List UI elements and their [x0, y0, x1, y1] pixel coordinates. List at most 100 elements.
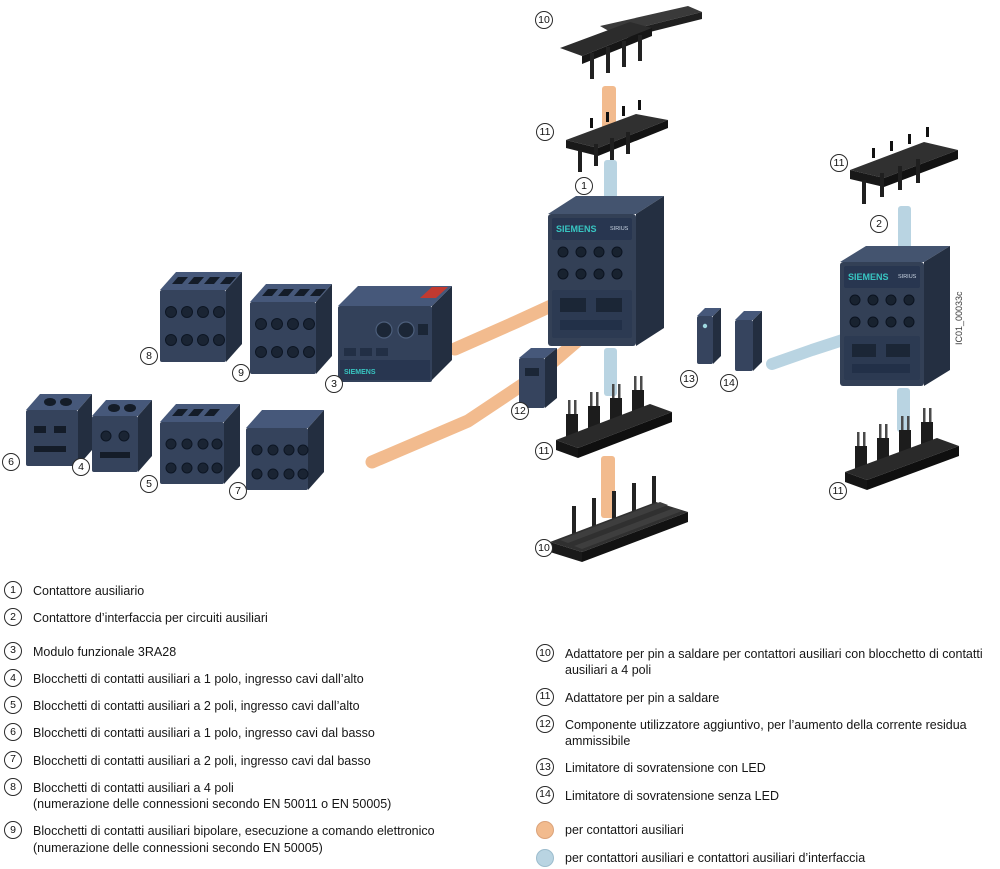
- part-1pole-block-top-entry: [92, 400, 152, 472]
- interface-color-label: per contattori ausiliari e contattori au…: [565, 850, 866, 865]
- legend-label-3: Modulo funzionale 3RA28: [33, 644, 177, 659]
- legend-num-12: 12: [536, 714, 554, 733]
- aux-bar-top: [602, 86, 616, 132]
- part-solder-pin-adapter-right-top: [850, 127, 958, 204]
- legend-label-4: Blocchetti di contatti ausiliari a 1 pol…: [33, 671, 364, 686]
- legend-label-7: Blocchetti di contatti ausiliari a 2 pol…: [33, 753, 371, 768]
- aux-color-label: per contattori ausiliari: [565, 822, 684, 837]
- part-1pole-block-bottom-entry: [26, 394, 92, 466]
- callout-11-right-top: 11: [830, 154, 848, 172]
- legend-item-6: 6 Blocchetti di contatti ausiliari a 1 p…: [4, 723, 529, 742]
- callout-5: 5: [140, 475, 158, 493]
- legend-item-14: 14 Limitatore di sovratensione senza LED: [536, 785, 992, 804]
- legend-num-3: 3: [4, 641, 22, 660]
- legend-num-10: 10: [536, 644, 554, 662]
- brand-sub-label: SIRIUS: [610, 226, 629, 232]
- legend-num-8: 8: [4, 777, 22, 796]
- legend-label-6: Blocchetti di contatti ausiliari a 1 pol…: [33, 726, 375, 741]
- legend-label-1: Contattore ausiliario: [33, 584, 145, 598]
- legend-item-2: 2 Contattore d’interfaccia per circuiti …: [4, 608, 529, 627]
- callout-3: 3: [325, 375, 343, 393]
- module-red-accent: [420, 287, 448, 298]
- legend-item-12: 12 Componente utilizzatore aggiuntivo, p…: [536, 714, 992, 750]
- legend-label-10: Adattatore per pin a saldare per contatt…: [565, 647, 983, 678]
- aux-bar-bottom: [601, 456, 615, 518]
- legend-item-7: 7 Blocchetti di contatti ausiliari a 2 p…: [4, 750, 529, 769]
- color-key-aux: per contattori ausiliari: [536, 820, 992, 839]
- legend-note-8: (numerazione delle connessioni secondo E…: [33, 797, 392, 811]
- exploded-view-diagram: SIEMENS: [26, 6, 964, 562]
- part-surge-limiter-led: [697, 308, 721, 364]
- legend-label-8: Blocchetti di contatti ausiliari a 4 pol…: [33, 780, 234, 795]
- part-solder-pin-adapter-top: [566, 100, 668, 172]
- part-function-module-3ra28: SIEMENS: [338, 286, 452, 382]
- legend-label-2: Contattore d’interfaccia per circuiti au…: [33, 611, 268, 626]
- legend-num-14: 14: [536, 785, 554, 804]
- legend-num-2: 2: [4, 608, 22, 627]
- legend-item-1: 1 Contattore ausiliario: [4, 581, 529, 599]
- callout-1: 1: [575, 177, 593, 195]
- interface-color-swatch: [536, 848, 554, 867]
- part-solder-pin-adapter-right-bottom: [845, 408, 959, 490]
- interface-bar-to-limiters: [766, 331, 858, 370]
- interface-bar-right-lower: [897, 388, 910, 432]
- part-electronic-2pole-block: [250, 284, 332, 374]
- callout-7: 7: [229, 482, 247, 500]
- callout-2: 2: [870, 215, 888, 233]
- callout-8: 8: [140, 347, 158, 365]
- part-solder-adapter-4pole-top: [560, 6, 702, 79]
- interface-bar-right-upper: [898, 206, 911, 254]
- legend-item-9: 9 Blocchetti di contatti ausiliari bipol…: [4, 821, 529, 856]
- callout-4: 4: [72, 458, 90, 476]
- part-solder-pin-adapter-center-bottom: [556, 376, 672, 458]
- legend-num-7: 7: [4, 750, 22, 769]
- legend-label-14: Limitatore di sovratensione senza LED: [565, 788, 780, 803]
- interface-bar-lower: [604, 348, 617, 396]
- brand-label: SIEMENS: [344, 369, 376, 376]
- legend-right-column: 10 Adattatore per pin a saldare per cont…: [536, 644, 992, 869]
- legend-item-4: 4 Blocchetti di contatti ausiliari a 1 p…: [4, 668, 529, 687]
- brand-label: SIEMENS: [848, 272, 889, 282]
- part-4pole-block-top-entry: [160, 272, 242, 362]
- brand-sub-label: SIRIUS: [898, 274, 917, 280]
- callout-11-center-bottom: 11: [535, 442, 553, 460]
- legend-label-11: Adattatore per pin a saldare: [565, 690, 720, 705]
- part-solder-adapter-4pole-bottom: [550, 476, 688, 562]
- legend-num-11: 11: [536, 687, 554, 706]
- color-key-interface: per contattori ausiliari e contattori au…: [536, 848, 992, 867]
- legend-label-12: Componente utilizzatore aggiuntivo, per …: [565, 717, 967, 748]
- figure-id-watermark: IC01_00033c: [954, 291, 964, 345]
- legend-item-3: 3 Modulo funzionale 3RA28: [4, 641, 529, 660]
- callout-10-bottom: 10: [535, 539, 553, 557]
- legend-num-13: 13: [536, 758, 554, 777]
- legend-num-5: 5: [4, 696, 22, 714]
- callout-14: 14: [720, 374, 738, 392]
- legend-num-9: 9: [4, 821, 22, 840]
- interface-contactor: SIEMENS SIRIUS: [840, 246, 950, 386]
- callout-9: 9: [232, 364, 250, 382]
- callout-10-top: 10: [535, 11, 553, 29]
- legend-label-9: Blocchetti di contatti ausiliari bipolar…: [33, 824, 435, 839]
- legend-num-6: 6: [4, 723, 22, 742]
- callout-11-center-top: 11: [536, 123, 554, 141]
- part-additional-user-component: [519, 348, 557, 408]
- aux-color-swatch: [536, 820, 554, 839]
- legend-num-4: 4: [4, 668, 22, 687]
- callout-13: 13: [680, 370, 698, 388]
- legend-item-11: 11 Adattatore per pin a saldare: [536, 687, 992, 706]
- legend-label-13: Limitatore di sovratensione con LED: [565, 761, 766, 776]
- legend-note-9: (numerazione delle connessioni secondo E…: [33, 840, 323, 855]
- legend-item-10: 10 Adattatore per pin a saldare per cont…: [536, 644, 992, 679]
- part-surge-limiter-no-led: [735, 311, 762, 371]
- legend-item-13: 13 Limitatore di sovratensione con LED: [536, 758, 992, 777]
- part-2pole-block-top-entry: [160, 404, 240, 484]
- legend-item-8: 8 Blocchetti di contatti ausiliari a 4 p…: [4, 777, 529, 813]
- callout-12: 12: [511, 402, 529, 420]
- callout-11-right-bottom: 11: [829, 482, 847, 500]
- auxiliary-contactor: SIEMENS SIRIUS: [548, 196, 664, 346]
- legend-item-5: 5 Blocchetti di contatti ausiliari a 2 p…: [4, 696, 529, 714]
- part-2pole-block-bottom-entry: [246, 410, 324, 490]
- callout-6: 6: [2, 453, 20, 471]
- legend-num-1: 1: [4, 581, 22, 599]
